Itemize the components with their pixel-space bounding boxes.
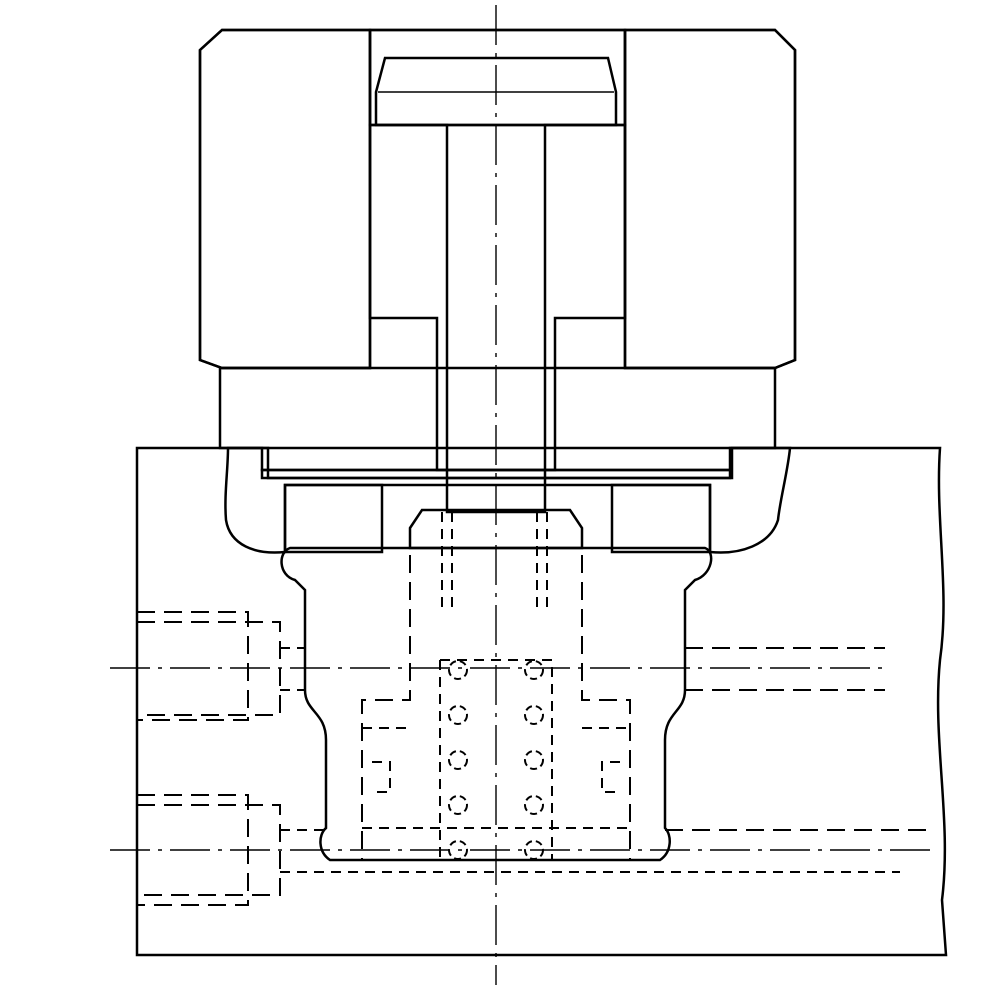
cartridge-body [280,546,713,862]
spring-coil-left [448,660,468,680]
spring-coil-right [524,705,544,725]
spring-coil-right [524,750,544,770]
spring-coil-left [448,705,468,725]
hidden-lines [137,512,930,906]
seal-ring [283,483,712,554]
center-lines [110,5,930,985]
spring-coil-right [524,660,544,680]
spring-coil-left [448,795,468,815]
manifold-seat-section [224,446,792,554]
manifold-block [135,446,948,957]
retaining-nut [218,366,777,480]
spring-coil-left [448,750,468,770]
knurled-cap [198,28,797,472]
spring-coil-right [524,795,544,815]
